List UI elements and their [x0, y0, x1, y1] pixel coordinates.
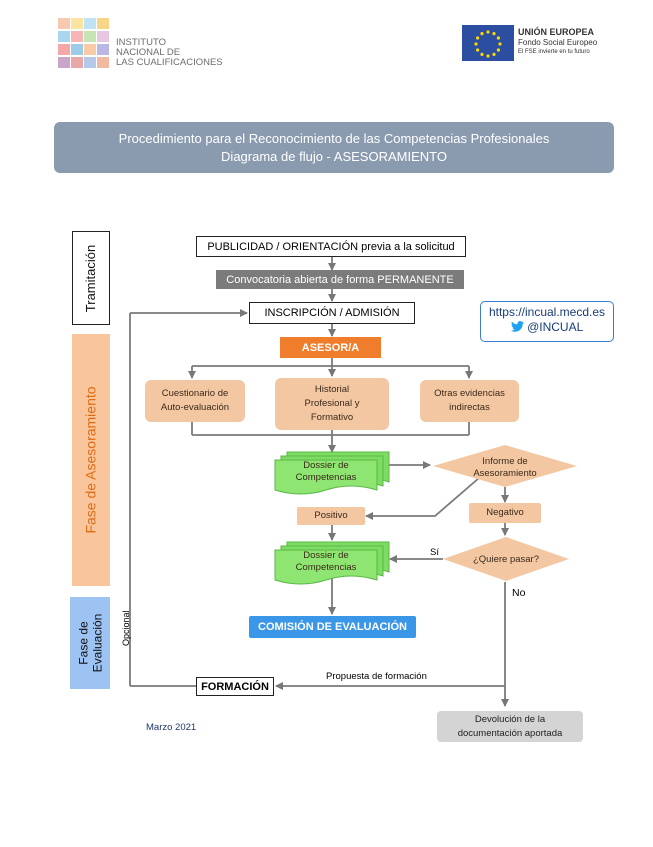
node-dossier-2-label-2: Competencias	[295, 562, 357, 573]
node-cuestionario: Cuestionario de Auto-evaluación	[145, 380, 245, 422]
node-informe-label-1: Informe de	[482, 456, 528, 467]
node-positivo: Positivo	[297, 507, 365, 525]
node-informe-shape	[433, 445, 577, 487]
node-historial-label-2: Profesional y	[304, 398, 360, 409]
node-convocatoria: Convocatoria abierta de forma PERMANENTE	[216, 270, 464, 289]
node-informe: Informe de Asesoramiento	[455, 456, 555, 480]
node-asesor: ASESOR/A	[280, 337, 381, 358]
institute-name-line-1: INSTITUTO	[116, 37, 166, 48]
node-quiere-shape	[443, 537, 569, 581]
title-line-1: Procedimiento para el Reconocimiento de …	[118, 131, 550, 146]
node-positivo-label: Positivo	[314, 510, 348, 521]
contact-url[interactable]: https://incual.mecd.es	[488, 305, 606, 319]
node-comision: COMISIÓN DE EVALUACIÓN	[249, 616, 416, 638]
phase-asesoramiento: Fase de Asesoramiento	[72, 334, 110, 586]
node-dossier-1-label-1: Dossier de	[303, 460, 349, 471]
phase-evaluacion-label-1: Fase de	[76, 621, 90, 665]
node-dossier-1: Dossier de Competencias	[275, 460, 377, 484]
node-informe-label-2: Asesoramiento	[473, 468, 537, 479]
node-cuestionario-label-2: Auto-evaluación	[160, 402, 230, 413]
node-formacion: FORMACIÓN	[196, 677, 274, 696]
node-dossier-2: Dossier de Competencias	[275, 550, 377, 574]
contact-box: https://incual.mecd.es @INCUAL	[480, 301, 614, 342]
node-comision-label: COMISIÓN DE EVALUACIÓN	[258, 621, 407, 633]
node-devolucion: Devolución de la documentación aportada	[437, 711, 583, 742]
node-convocatoria-label: Convocatoria abierta de forma PERMANENTE	[226, 273, 454, 286]
eu-fund: Fondo Social Europeo	[518, 38, 598, 47]
incual-logo: INSTITUTO NACIONAL DE LAS CUALIFICACIONE…	[58, 18, 223, 70]
label-opcional: Opcional	[121, 610, 131, 646]
label-no: No	[512, 587, 526, 599]
phase-evaluacion-label-2: Evaluación	[90, 613, 104, 673]
eu-tagline: El FSE invierte en tu futuro	[518, 49, 590, 55]
node-quiere-label: ¿Quiere pasar?	[472, 554, 539, 565]
node-negativo-label: Negativo	[486, 507, 524, 518]
node-inscripcion: INSCRIPCIÓN / ADMISIÓN	[249, 302, 415, 324]
node-inscripcion-label: INSCRIPCIÓN / ADMISIÓN	[264, 307, 400, 319]
node-cuestionario-label-1: Cuestionario de	[161, 388, 229, 399]
phase-evaluacion: Fase de Evaluación	[70, 597, 110, 689]
node-dossier-1-shape	[274, 451, 390, 495]
node-historial: Historial Profesional y Formativo	[275, 378, 389, 430]
node-otras-label-2: indirectas	[449, 402, 490, 413]
node-devolucion-label-1: Devolución de la	[474, 713, 546, 725]
node-devolucion-label-2: documentación aportada	[457, 727, 563, 739]
eu-title: UNIÓN EUROPEA	[518, 27, 595, 37]
node-otras-label-1: Otras evidencias	[434, 388, 505, 399]
node-formacion-label: FORMACIÓN	[201, 680, 269, 693]
label-si: Sí	[430, 547, 439, 558]
node-publicidad-label: PUBLICIDAD / ORIENTACIÓN previa a la sol…	[207, 240, 455, 253]
phase-tramitacion-label: Tramitación	[83, 244, 99, 312]
phase-tramitacion: Tramitación	[72, 231, 110, 325]
institute-name-line-3: LAS CUALIFICACIONES	[116, 57, 223, 68]
node-historial-label-1: Historial	[314, 384, 350, 395]
title-bar: Procedimiento para el Reconocimiento de …	[54, 122, 614, 173]
node-asesor-label: ASESOR/A	[301, 341, 360, 354]
footer-date: Marzo 2021	[146, 722, 197, 733]
label-propuesta: Propuesta de formación	[326, 671, 427, 682]
node-publicidad: PUBLICIDAD / ORIENTACIÓN previa a la sol…	[196, 236, 466, 257]
node-dossier-2-shape	[274, 541, 390, 585]
node-quiere: ¿Quiere pasar?	[456, 554, 556, 566]
node-historial-label-3: Formativo	[310, 412, 354, 423]
phase-asesoramiento-label: Fase de Asesoramiento	[83, 386, 99, 534]
node-dossier-1-label-2: Competencias	[295, 472, 357, 483]
eu-logo: UNIÓN EUROPEA Fondo Social Europeo El FS…	[462, 25, 632, 61]
title-line-2: Diagrama de flujo - ASESORAMIENTO	[221, 149, 447, 164]
eu-flag-icon	[462, 25, 514, 61]
contact-twitter[interactable]: @INCUAL	[527, 320, 584, 334]
incual-logo-mosaic-icon	[58, 18, 109, 68]
node-negativo: Negativo	[469, 503, 541, 523]
twitter-bird-icon[interactable]	[510, 321, 524, 332]
institute-name-line-2: NACIONAL DE	[116, 47, 181, 58]
node-dossier-2-label-1: Dossier de	[303, 550, 349, 561]
node-otras-evidencias: Otras evidencias indirectas	[420, 380, 519, 422]
